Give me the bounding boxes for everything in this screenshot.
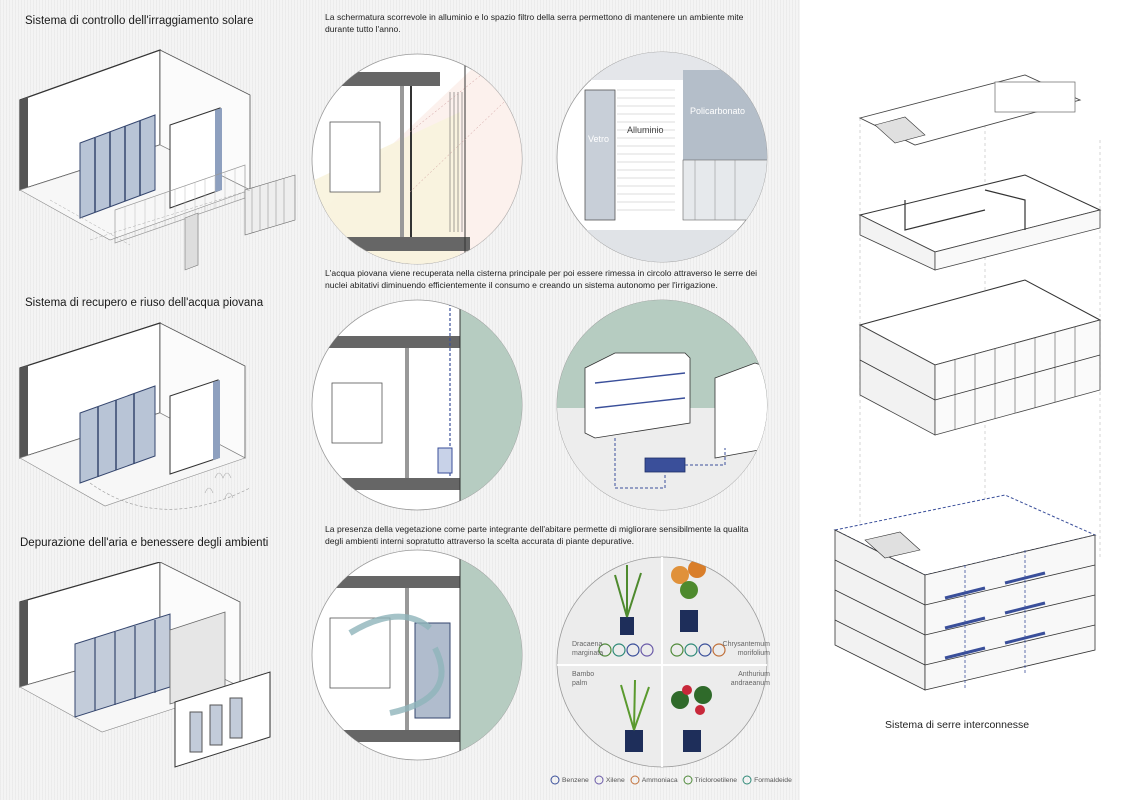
benzene-icon	[550, 775, 560, 785]
plant-label-chrysanthemum: Chrysantemum morifolium	[722, 641, 770, 657]
legend-item-xilene: Xilene	[594, 775, 625, 785]
section-title-solar: Sistema di controllo dell'irraggiamento …	[25, 15, 254, 27]
material-label-glass: Vetro	[588, 134, 610, 144]
legend-item-ammoniaca: Ammoniaca	[630, 775, 678, 785]
exploded-building-axonometric	[833, 74, 1102, 691]
solar-axonometric-diagram	[19, 49, 296, 271]
rainwater-axonometric-diagram	[19, 322, 251, 510]
material-label-aluminium: Alluminio	[627, 125, 664, 135]
plant-label-bamboo-palm: Bambo palm	[572, 671, 595, 687]
section-description-rainwater: L'acqua piovana viene recuperata nella c…	[325, 268, 758, 290]
rainwater-section-circle	[311, 299, 523, 511]
rainwater-cistern-circle	[556, 299, 768, 511]
material-label-polycarbonate: Policarbonato	[690, 106, 746, 116]
legend-item-formaldeide: Formaldeide	[742, 775, 792, 785]
plant-label-dracaena: Dracaena marginata	[572, 641, 604, 657]
section-description-solar: La schermatura scorrevole in alluminio e…	[325, 12, 744, 34]
depurative-plants-circle	[556, 556, 768, 768]
plant-label-anthurium: Anthurium andraeanum	[730, 671, 770, 687]
section-title-rainwater: Sistema di recupero e riuso dell'acqua p…	[25, 297, 264, 309]
air-purification-axonometric-diagram	[19, 562, 271, 768]
section-description-air: La presenza della vegetazione come parte…	[325, 524, 749, 546]
xilene-icon	[594, 775, 604, 785]
air-flow-section-circle	[311, 549, 523, 761]
section-title-air: Depurazione dell'aria e benessere degli …	[20, 537, 269, 549]
pollutant-legend: Benzene Xilene Ammoniaca Tricloroetilene…	[550, 775, 792, 785]
solar-facade-materials-circle	[556, 51, 768, 263]
legend-item-tricloroetilene: Tricloroetilene	[683, 775, 737, 785]
formaldeide-icon	[742, 775, 752, 785]
ammoniaca-icon	[630, 775, 640, 785]
tricloroetilene-icon	[683, 775, 693, 785]
legend-item-benzene: Benzene	[550, 775, 589, 785]
solar-shading-section-circle	[311, 53, 523, 265]
exploded-building-caption: Sistema di serre interconnesse	[885, 719, 1030, 731]
